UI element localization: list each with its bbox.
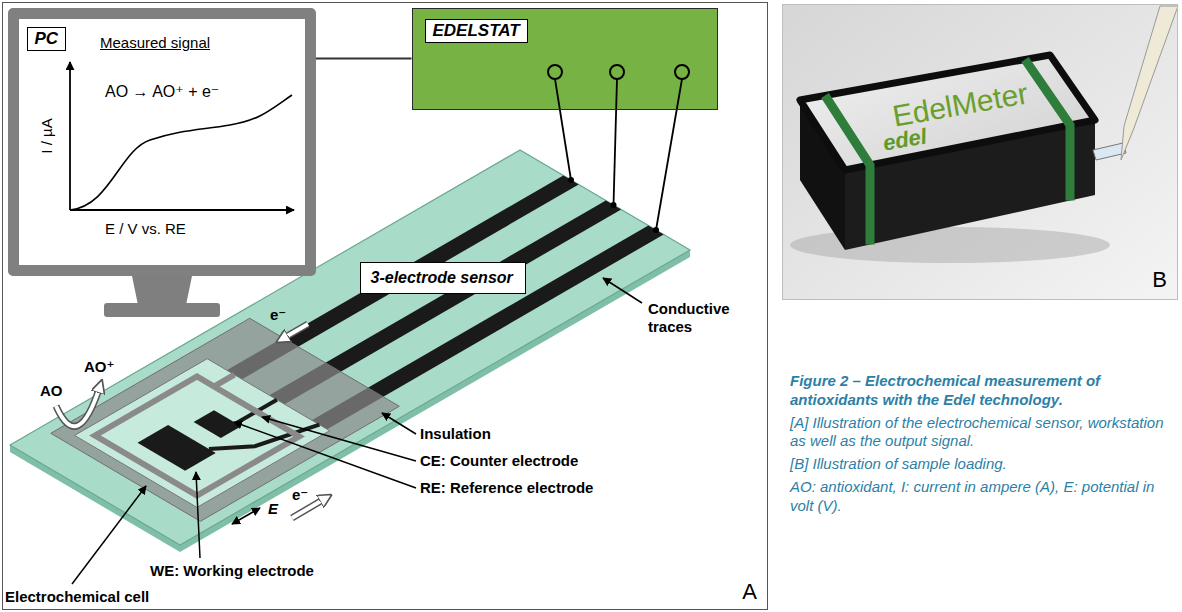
x-axis [70, 209, 294, 211]
leader-line [196, 472, 200, 558]
device-logo: edel [881, 123, 929, 157]
potential-arrow [232, 508, 260, 524]
device-top [800, 55, 1095, 170]
node-text: A [742, 579, 757, 605]
y-axis [69, 62, 71, 210]
signal-curve [70, 95, 292, 210]
leader-line [262, 417, 416, 461]
leader-line [234, 422, 416, 488]
device-band [1025, 60, 1070, 201]
part-label: Electrochemical cell [5, 588, 149, 606]
sensor-label-box: 3-electrode sensor [360, 262, 526, 294]
potentiostat-box: EDELSTAT [412, 8, 718, 110]
electron-label: e⁻ [292, 486, 308, 504]
photo-background [782, 4, 1178, 300]
reaction-arrow-outline [56, 386, 100, 426]
figure-caption: Figure 2 – Electrochemical measurement o… [790, 372, 1175, 410]
wire-contact [653, 227, 659, 233]
node-text: EDELSTAT [425, 19, 528, 43]
leader-line [382, 413, 416, 434]
caption-line: [A] Illustration of the electrochemical … [790, 414, 1175, 452]
electrode-lead [214, 375, 234, 387]
axis-label: I / µA [37, 118, 55, 153]
pipette [1121, 6, 1178, 160]
photo-frame: B [782, 4, 1178, 300]
leader-line [603, 278, 642, 303]
terminal [610, 65, 624, 79]
electron-arrow-outline [282, 324, 308, 339]
wire [555, 79, 571, 180]
species-label: AO⁺ [84, 358, 114, 376]
caption-column: Figure 2 – Electrochemical measurement o… [790, 372, 1175, 515]
node-text: PC [27, 27, 67, 51]
species-label: AO [40, 382, 63, 400]
working-electrode [138, 425, 216, 471]
reaction-label: AO → AO⁺ + e⁻ [105, 82, 219, 101]
wire-contact [611, 202, 617, 208]
sensor-plate [10, 150, 690, 545]
reaction-arrow [56, 386, 100, 426]
monitor-screen [11, 11, 313, 273]
cell-opening [75, 359, 330, 508]
caption-line: AO: antioxidant, I: current in ampere (A… [790, 478, 1175, 516]
part-label: RE: Reference electrode [420, 479, 593, 497]
caption-line: [B] Illustration of sample loading. [790, 455, 1175, 474]
chart-title: Measured signal [100, 34, 210, 52]
electron-arrow [282, 324, 308, 339]
cable-connector [316, 58, 412, 60]
potential-label: E [268, 500, 278, 518]
axis-label: E / V vs. RE [105, 220, 186, 238]
part-label: Insulation [420, 425, 491, 443]
wire [656, 79, 682, 230]
wire-contact [568, 177, 574, 183]
reference-electrode [194, 410, 242, 438]
monitor-neck [132, 276, 192, 305]
node-text: B [1152, 267, 1167, 293]
device-band [825, 96, 870, 245]
part-label: CE: Counter electrode [420, 452, 578, 470]
wire [614, 79, 618, 205]
terminal [548, 65, 562, 79]
node-text: 3-electrode sensor [371, 268, 515, 287]
potentiostat-body [412, 8, 718, 110]
terminal [675, 65, 689, 79]
insulation-layer [51, 318, 400, 521]
electron-label: e⁻ [270, 306, 286, 324]
monitor-base [104, 303, 220, 317]
part-label: Conductive traces [648, 300, 743, 336]
part-label: WE: Working electrode [150, 562, 314, 580]
leader-line [72, 486, 146, 584]
